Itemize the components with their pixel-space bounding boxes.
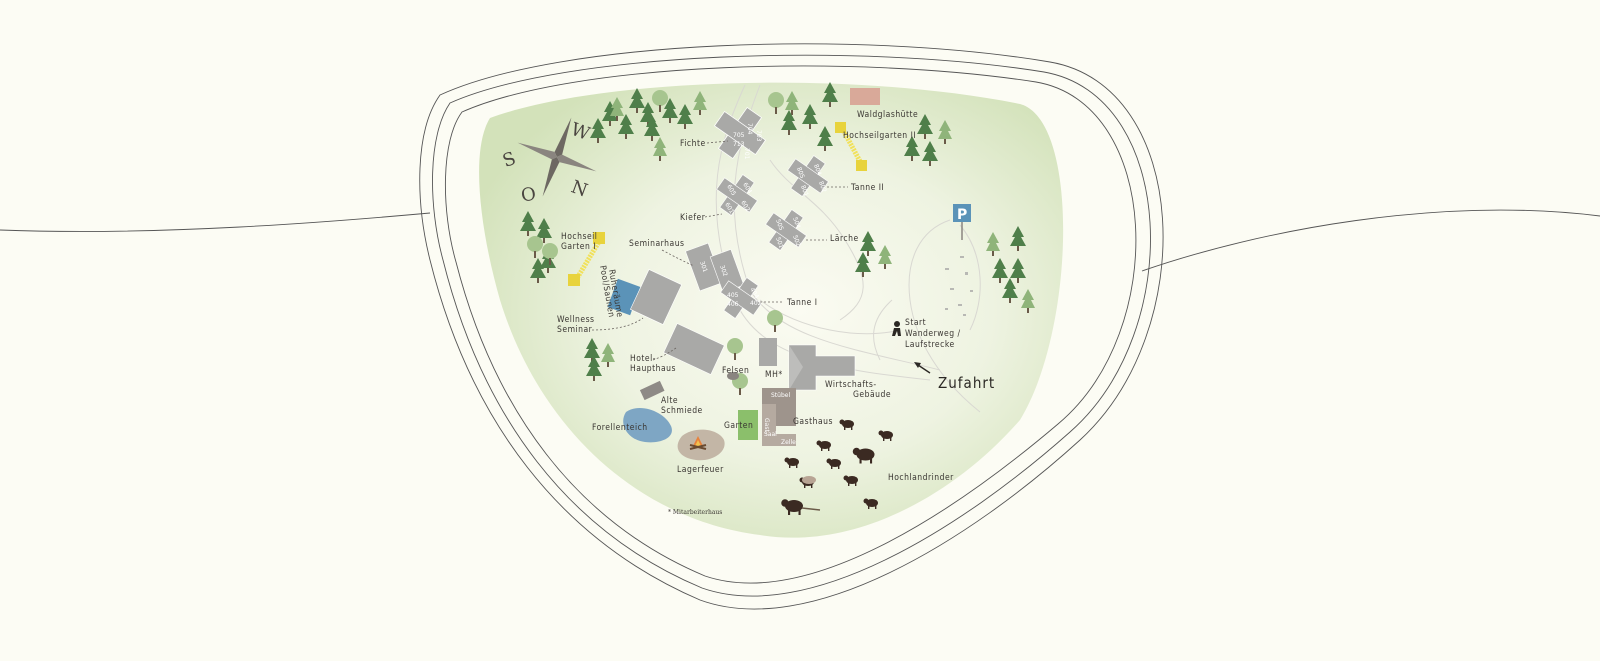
label-garten: Garten (724, 421, 753, 431)
forellenteich-pond (623, 407, 672, 443)
kiefer-room-numbers: 605 604 601 602 (723, 182, 753, 216)
label-tanne-2: Tanne II (850, 183, 884, 193)
svg-text:605: 605 (725, 184, 737, 198)
building-hotel-haupthaus (663, 323, 725, 375)
svg-text:404: 404 (748, 287, 760, 301)
footnote-mitarbeiterhaus: * Mitarbeiterhaus (668, 509, 722, 516)
tanne-1-room-numbers: 405 404 406 402 (727, 287, 762, 309)
svg-text:701: 701 (743, 148, 750, 160)
compass-east: O (519, 183, 537, 206)
svg-text:604: 604 (741, 182, 753, 196)
svg-text:301: 301 (698, 260, 709, 273)
label-felsen: Felsen (722, 366, 749, 376)
svg-text:602: 602 (739, 200, 751, 214)
svg-text:505: 505 (774, 218, 785, 231)
label-hochlandrinder: Hochlandrinder (888, 473, 954, 483)
building-wellness (629, 269, 683, 325)
label-kiefer: Kiefer (680, 213, 706, 223)
svg-text:406: 406 (727, 301, 739, 308)
svg-text:502: 502 (791, 234, 802, 247)
label-forellenteich: Forellenteich (592, 423, 648, 433)
building-gasthaus (762, 388, 796, 446)
svg-text:802: 802 (817, 180, 828, 193)
campfire-icon (689, 436, 707, 450)
seminar-room-numbers: 301 302 (698, 260, 729, 277)
svg-text:705: 705 (733, 132, 745, 139)
label-tanne-1: Tanne I (786, 298, 818, 308)
parking-lot-markers (945, 256, 973, 316)
label-start-a: Start (905, 318, 926, 328)
label-wirtschaft-b: Gebäude (853, 390, 891, 400)
label-seminarhaus: Seminarhaus (629, 239, 685, 249)
label-gasthaus: Gasthaus (793, 417, 833, 427)
fichte-room-numbers: 705 704 703 713 701 (733, 123, 762, 160)
hochseilgarten-2 (835, 122, 867, 171)
svg-text:504: 504 (791, 216, 802, 229)
svg-text:601: 601 (723, 202, 735, 216)
building-wirtschaftsgebaeude (788, 344, 856, 391)
label-lagerfeuer: Lagerfeuer (677, 465, 724, 475)
label-wellness-a: Wellness (557, 315, 595, 325)
label-hochseilgarten-1-a: Hochseil (561, 232, 597, 242)
svg-text:501: 501 (774, 236, 785, 249)
compass-north: N (568, 176, 590, 201)
building-mitarbeiterhaus (759, 338, 777, 366)
label-waldglashuette: Waldglashütte (857, 110, 918, 120)
svg-text:704: 704 (746, 123, 753, 135)
svg-text:302: 302 (718, 264, 729, 277)
label-mh: MH* (765, 370, 783, 380)
zufahrt-arrow (917, 364, 931, 374)
label-start-b: Wanderweg / (905, 329, 961, 339)
svg-text:402: 402 (750, 300, 762, 307)
felsen-rocks (727, 372, 739, 380)
label-alte-a: Alte (661, 396, 678, 406)
label-hotel-b: Haupthaus (630, 364, 676, 374)
svg-text:805: 805 (795, 166, 806, 179)
gasthaus-gaststube: Gast- (763, 418, 770, 434)
grass-area (479, 82, 1064, 538)
svg-text:713: 713 (733, 141, 745, 148)
svg-text:801: 801 (799, 184, 810, 197)
svg-text:804: 804 (812, 163, 823, 176)
label-fichte: Fichte (680, 139, 706, 149)
garten-area (738, 410, 758, 440)
laerche-room-numbers: 505 504 501 502 (774, 216, 802, 249)
cattle-trough (802, 476, 816, 484)
svg-text:703: 703 (755, 130, 762, 142)
parking-sign (953, 204, 971, 222)
label-hochseilgarten-2: Hochseilgarten II (843, 131, 916, 141)
gasthaus-saal: Saal (764, 431, 777, 438)
boundary-outer (419, 43, 1164, 610)
label-alte-b: Schmiede (661, 406, 703, 416)
gasthaus-zelle: Zelle (781, 439, 796, 446)
road-west (0, 212, 431, 232)
label-laerche: Lärche (830, 234, 859, 244)
label-wellness-b: Seminar (557, 325, 593, 335)
zufahrt-arrow-head (914, 362, 921, 368)
building-alte-schmiede (639, 380, 665, 401)
compass-rose: W S N O (500, 117, 597, 207)
label-hotel-a: Hotel- (630, 354, 656, 364)
label-start-c: Laufstrecke (905, 340, 955, 350)
parking-icon: P (957, 207, 967, 223)
waldglashuette-building (850, 88, 880, 105)
label-wirtschaft-a: Wirtschafts- (825, 380, 877, 390)
gasthaus-stuebel: Stübel (771, 392, 790, 399)
svg-text:405: 405 (727, 292, 739, 299)
road-east (1141, 209, 1600, 272)
cattle-cart (801, 507, 821, 511)
boundary-inner (444, 65, 1137, 584)
label-hochseilgarten-1-b: Garten I (561, 242, 596, 252)
boundary-middle (432, 54, 1151, 597)
tanne-2-room-numbers: 805 804 801 802 (795, 163, 828, 197)
hochseilgarten-1 (568, 232, 605, 286)
hiker-icon (892, 321, 901, 336)
label-zufahrt: Zufahrt (938, 374, 995, 392)
